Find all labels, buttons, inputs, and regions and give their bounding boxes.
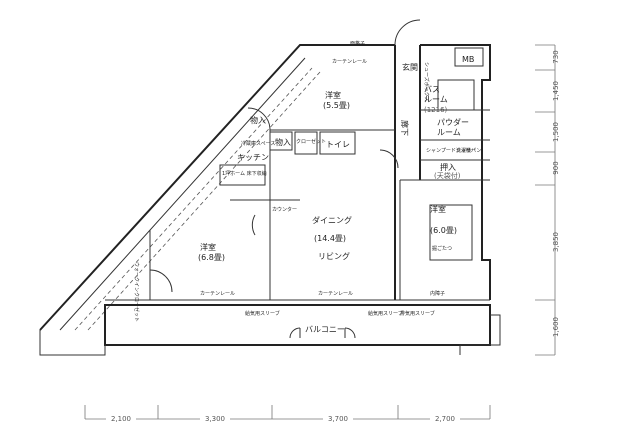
bathroom-line1: バス xyxy=(424,85,440,94)
entrance-label: 玄関 xyxy=(402,62,418,72)
curtain-rail-2: カーテンレール xyxy=(200,291,235,297)
dim-right-1: 730 xyxy=(552,50,560,63)
western-room-3-size: (6.0畳) xyxy=(430,226,457,235)
counter-label: カウンター xyxy=(272,206,297,213)
push-in-line1: 押入 xyxy=(440,162,456,172)
interior-walls xyxy=(105,45,490,301)
western-room-2-name: 洋室 xyxy=(200,242,216,252)
sleeve-label-3: 排気用スリーブ xyxy=(400,310,435,317)
hallway-label: 廊下 xyxy=(400,120,410,136)
kotatsu-label: 掘ごたつ xyxy=(432,245,452,252)
shoe-box-label: シューズボックス xyxy=(423,62,430,102)
balcony-label: バルコニー xyxy=(305,325,345,334)
kitchen-label: キッチン xyxy=(237,153,269,162)
closet-label: クローゼット xyxy=(296,138,326,145)
toilet-label: トイレ xyxy=(326,140,350,149)
bathroom-size: (1216) xyxy=(424,106,448,114)
dim-right-3: 1,500 xyxy=(552,122,560,142)
mb-label: MB xyxy=(462,55,474,64)
doors xyxy=(149,19,421,339)
right-dimension-labels: 730 1,450 1,500 900 3,850 1,600 xyxy=(552,50,560,337)
bottom-dimension-labels: 2,100 3,300 3,700 2,700 xyxy=(106,413,460,423)
curtain-rail-3: カーテンレール xyxy=(318,291,353,297)
inner-shoji-label: 内障子 xyxy=(430,290,445,297)
dim-right-5: 3,850 xyxy=(552,232,560,252)
sleeve-label-1: 給気用スリーブ xyxy=(245,310,280,317)
powder-room-line1: パウダー xyxy=(437,117,469,127)
western-room-3-name: 洋室 xyxy=(430,204,446,214)
dim-bottom-1: 2,100 xyxy=(111,415,131,423)
sleeve-label-2: 給気用スリーブ xyxy=(368,310,403,317)
fridge-space-label: 冷蔵庫スペース xyxy=(241,140,275,147)
exterior-walls xyxy=(39,44,501,356)
western-room-2-size: (6.8畳) xyxy=(198,253,225,262)
curtain-rail-label: カーテンレール xyxy=(332,59,367,65)
bathroom-line2: ルーム xyxy=(424,95,448,104)
western-room-1-size: (5.5畳) xyxy=(323,101,350,110)
storage-2-label: 物入 xyxy=(275,137,291,147)
dim-right-2: 1,450 xyxy=(552,81,560,101)
push-in-line2: (天袋付) xyxy=(434,171,461,180)
dim-right-4: 900 xyxy=(552,161,560,174)
living-label: リビング xyxy=(318,251,350,261)
walk-in-closet-label: ウォークインクローゼット xyxy=(133,262,140,322)
lattice-label: 面格子 xyxy=(350,40,365,47)
dining-label: ダイニング xyxy=(312,215,352,225)
shampoo-dresser-label: シャンプードレッサー xyxy=(426,148,476,154)
dim-bottom-2: 3,300 xyxy=(205,415,225,423)
western-room-1-name: 洋室 xyxy=(325,90,341,100)
laundry-label: 洗濯機パン xyxy=(456,147,481,154)
dining-living-size: (14.4畳) xyxy=(314,234,346,243)
dim-right-6: 1,600 xyxy=(552,317,560,337)
storage-1-label: 物入 xyxy=(250,115,266,125)
right-dimension-line xyxy=(535,44,556,356)
dim-bottom-4: 2,700 xyxy=(435,415,455,423)
bottom-dimension-line xyxy=(84,405,491,420)
powder-room-line2: ルーム xyxy=(437,128,461,137)
kitchen-note: 1坪ホーム 床下収納 xyxy=(222,170,267,177)
dim-bottom-3: 3,700 xyxy=(328,415,348,423)
